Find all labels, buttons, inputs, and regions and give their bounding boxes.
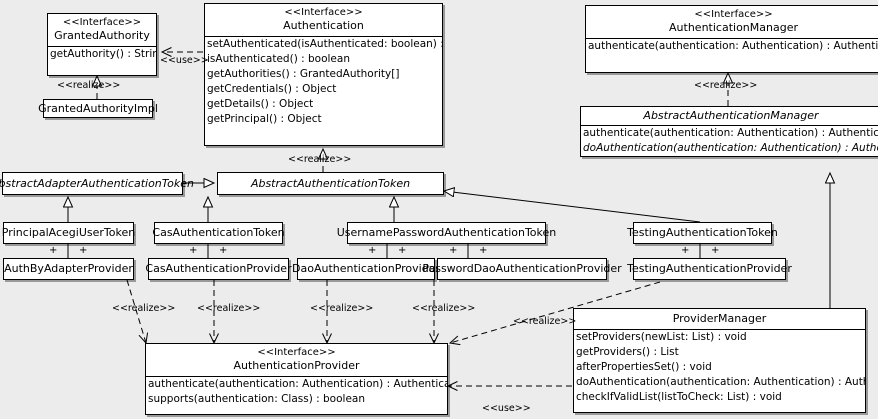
operation-row: checkIfValidList(listToCheck: List) : vo…	[576, 391, 782, 403]
operations-compartment: setAuthenticated(isAuthenticated: boolea…	[205, 36, 442, 127]
edge-label-realize-casauthenticationprovider: <<realize>>	[197, 303, 261, 314]
operation-row: doAuthentication(authentication: Authent…	[576, 376, 865, 388]
class-header: ProviderManager	[574, 309, 865, 329]
operations-compartment: authenticate(authentication: Authenticat…	[146, 376, 447, 407]
class-username-password-authentication-token[interactable]: UsernamePasswordAuthenticationToken	[337, 222, 556, 244]
operation-row: setProviders(newList: List) : void	[576, 331, 747, 343]
edge-generalization-testingtoken-abstracttoken	[444, 191, 701, 223]
edge-label-realize-testingauthenticationprovider: <<realize>>	[513, 316, 577, 327]
stereotype-label: <<Interface>>	[694, 9, 773, 20]
edge-label-realize-passworddaoauthenticationprovider: <<realize>>	[412, 303, 476, 314]
class-name-label: PrincipalAcegiUserToken	[1, 226, 136, 239]
class-auth-by-adapter-provider[interactable]: AuthByAdapterProvider	[3, 258, 134, 280]
class-cas-authentication-token[interactable]: CasAuthenticationToken	[152, 222, 285, 244]
operation-row: afterPropertiesSet() : void	[576, 361, 712, 373]
role-marker-plus: +	[368, 245, 377, 256]
class-granted-authority-impl[interactable]: GrantedAuthorityImpl	[38, 99, 158, 118]
operation-row: supports(authentication: Class) : boolea…	[148, 393, 365, 405]
operations-compartment: authenticate(authentication: Authenticat…	[586, 38, 878, 54]
class-name-label: TestingAuthenticationToken	[627, 226, 778, 239]
operation-row: authenticate(authentication: Authenticat…	[588, 40, 878, 52]
role-marker-plus: +	[49, 245, 58, 256]
edge-label-realize-authbyadapterprovider: <<realize>>	[112, 303, 176, 314]
role-marker-plus: +	[398, 245, 407, 256]
class-name-label: AbstractAuthenticationToken	[250, 176, 411, 190]
class-abstract-authentication-token[interactable]: AbstractAuthenticationToken	[217, 172, 444, 195]
class-abstract-authentication-manager[interactable]: AbstractAuthenticationManager authentica…	[580, 106, 878, 157]
class-header: <<Interface>> GrantedAuthority	[48, 14, 156, 46]
class-testing-authentication-token[interactable]: TestingAuthenticationToken	[627, 222, 778, 244]
stereotype-label: <<Interface>>	[62, 17, 142, 28]
class-name-label: GrantedAuthorityImpl	[38, 101, 158, 115]
edge-label-realize-grantedauthorityimpl: <<realize>>	[57, 80, 121, 91]
edge-label-realize-abstractauthenticationmanager: <<realize>>	[694, 80, 758, 91]
role-marker-plus: +	[479, 245, 488, 256]
class-authentication-manager[interactable]: <<Interface>> AuthenticationManager auth…	[585, 5, 878, 73]
class-testing-authentication-provider[interactable]: TestingAuthenticationProvider	[627, 258, 792, 280]
class-provider-manager[interactable]: ProviderManager setProviders(newList: Li…	[573, 308, 866, 413]
operation-row: doAuthentication(authentication: Authent…	[583, 142, 878, 154]
class-authentication[interactable]: <<Interface>> Authentication setAuthenti…	[204, 3, 443, 146]
operation-row: getCredentials() : Object	[207, 83, 337, 95]
class-name-label: ProviderManager	[672, 312, 767, 325]
class-abstract-adapter-authentication-token[interactable]: AbstractAdapterAuthenticationToken	[0, 172, 194, 195]
class-authentication-provider[interactable]: <<Interface>> AuthenticationProvider aut…	[145, 343, 448, 415]
edge-label-realize-daoauthenticationprovider: <<realize>>	[310, 303, 374, 314]
operation-row: authenticate(authentication: Authenticat…	[583, 127, 878, 139]
class-cas-authentication-provider[interactable]: CasAuthenticationProvider	[145, 258, 292, 280]
operations-compartment: getAuthority() : String	[48, 46, 156, 62]
class-name-label: CasAuthenticationToken	[152, 226, 285, 239]
class-name-label: CasAuthenticationProvider	[145, 262, 292, 275]
class-granted-authority[interactable]: <<Interface>> GrantedAuthority getAuthor…	[47, 13, 157, 76]
class-dao-authentication-provider[interactable]: DaoAuthenticationProvider	[292, 258, 440, 280]
role-marker-plus: +	[79, 245, 88, 256]
edge-label-use-providermanager: <<use>>	[482, 403, 531, 414]
operation-row: isAuthenticated() : boolean	[207, 53, 350, 65]
class-header: <<Interface>> AuthenticationProvider	[146, 344, 447, 376]
operation-row: getAuthority() : String	[50, 48, 156, 60]
class-name-label: PasswordDaoAuthenticationProvider	[422, 262, 622, 275]
stereotype-label: <<Interface>>	[257, 347, 336, 358]
operation-row: setAuthenticated(isAuthenticated: boolea…	[207, 38, 442, 50]
class-header: <<Interface>> AuthenticationManager	[586, 6, 878, 38]
edge-label-use-authentication-grantedauthority: <<use>>	[160, 55, 209, 66]
role-marker-plus: +	[449, 245, 458, 256]
class-name-label: TestingAuthenticationProvider	[627, 262, 792, 275]
operations-compartment: setProviders(newList: List) : void getPr…	[574, 329, 865, 405]
operation-row: getDetails() : Object	[207, 98, 314, 110]
class-password-dao-authentication-provider[interactable]: PasswordDaoAuthenticationProvider	[422, 258, 622, 280]
class-name-label: AbstractAuthenticationManager	[643, 109, 819, 122]
class-name-label: UsernamePasswordAuthenticationToken	[336, 226, 557, 239]
role-marker-plus: +	[711, 245, 720, 256]
edge-label-realize-abstractauthenticationtoken: <<realize>>	[288, 154, 352, 165]
operations-compartment: authenticate(authentication: Authenticat…	[581, 125, 878, 156]
class-name-label: GrantedAuthority	[54, 29, 150, 42]
class-name-label: AbstractAdapterAuthenticationToken	[0, 176, 194, 190]
operation-row: getProviders() : List	[576, 346, 679, 358]
operation-row: authenticate(authentication: Authenticat…	[148, 378, 447, 390]
operation-row: getPrincipal() : Object	[207, 113, 322, 125]
role-marker-plus: +	[189, 245, 198, 256]
stereotype-label: <<Interface>>	[284, 7, 363, 18]
operation-row: getAuthorities() : GrantedAuthority[]	[207, 68, 400, 80]
class-header: <<Interface>> Authentication	[205, 4, 442, 36]
class-principal-acegi-user-token[interactable]: PrincipalAcegiUserToken	[2, 222, 135, 244]
class-name-label: AuthByAdapterProvider	[4, 262, 133, 275]
class-name-label: DaoAuthenticationProvider	[292, 262, 440, 275]
class-name-label: AuthenticationManager	[669, 21, 798, 34]
class-name-label: AuthenticationProvider	[233, 359, 360, 372]
role-marker-plus: +	[219, 245, 228, 256]
class-header: AbstractAuthenticationManager	[581, 107, 878, 125]
class-name-label: Authentication	[283, 19, 364, 32]
role-marker-plus: +	[681, 245, 690, 256]
